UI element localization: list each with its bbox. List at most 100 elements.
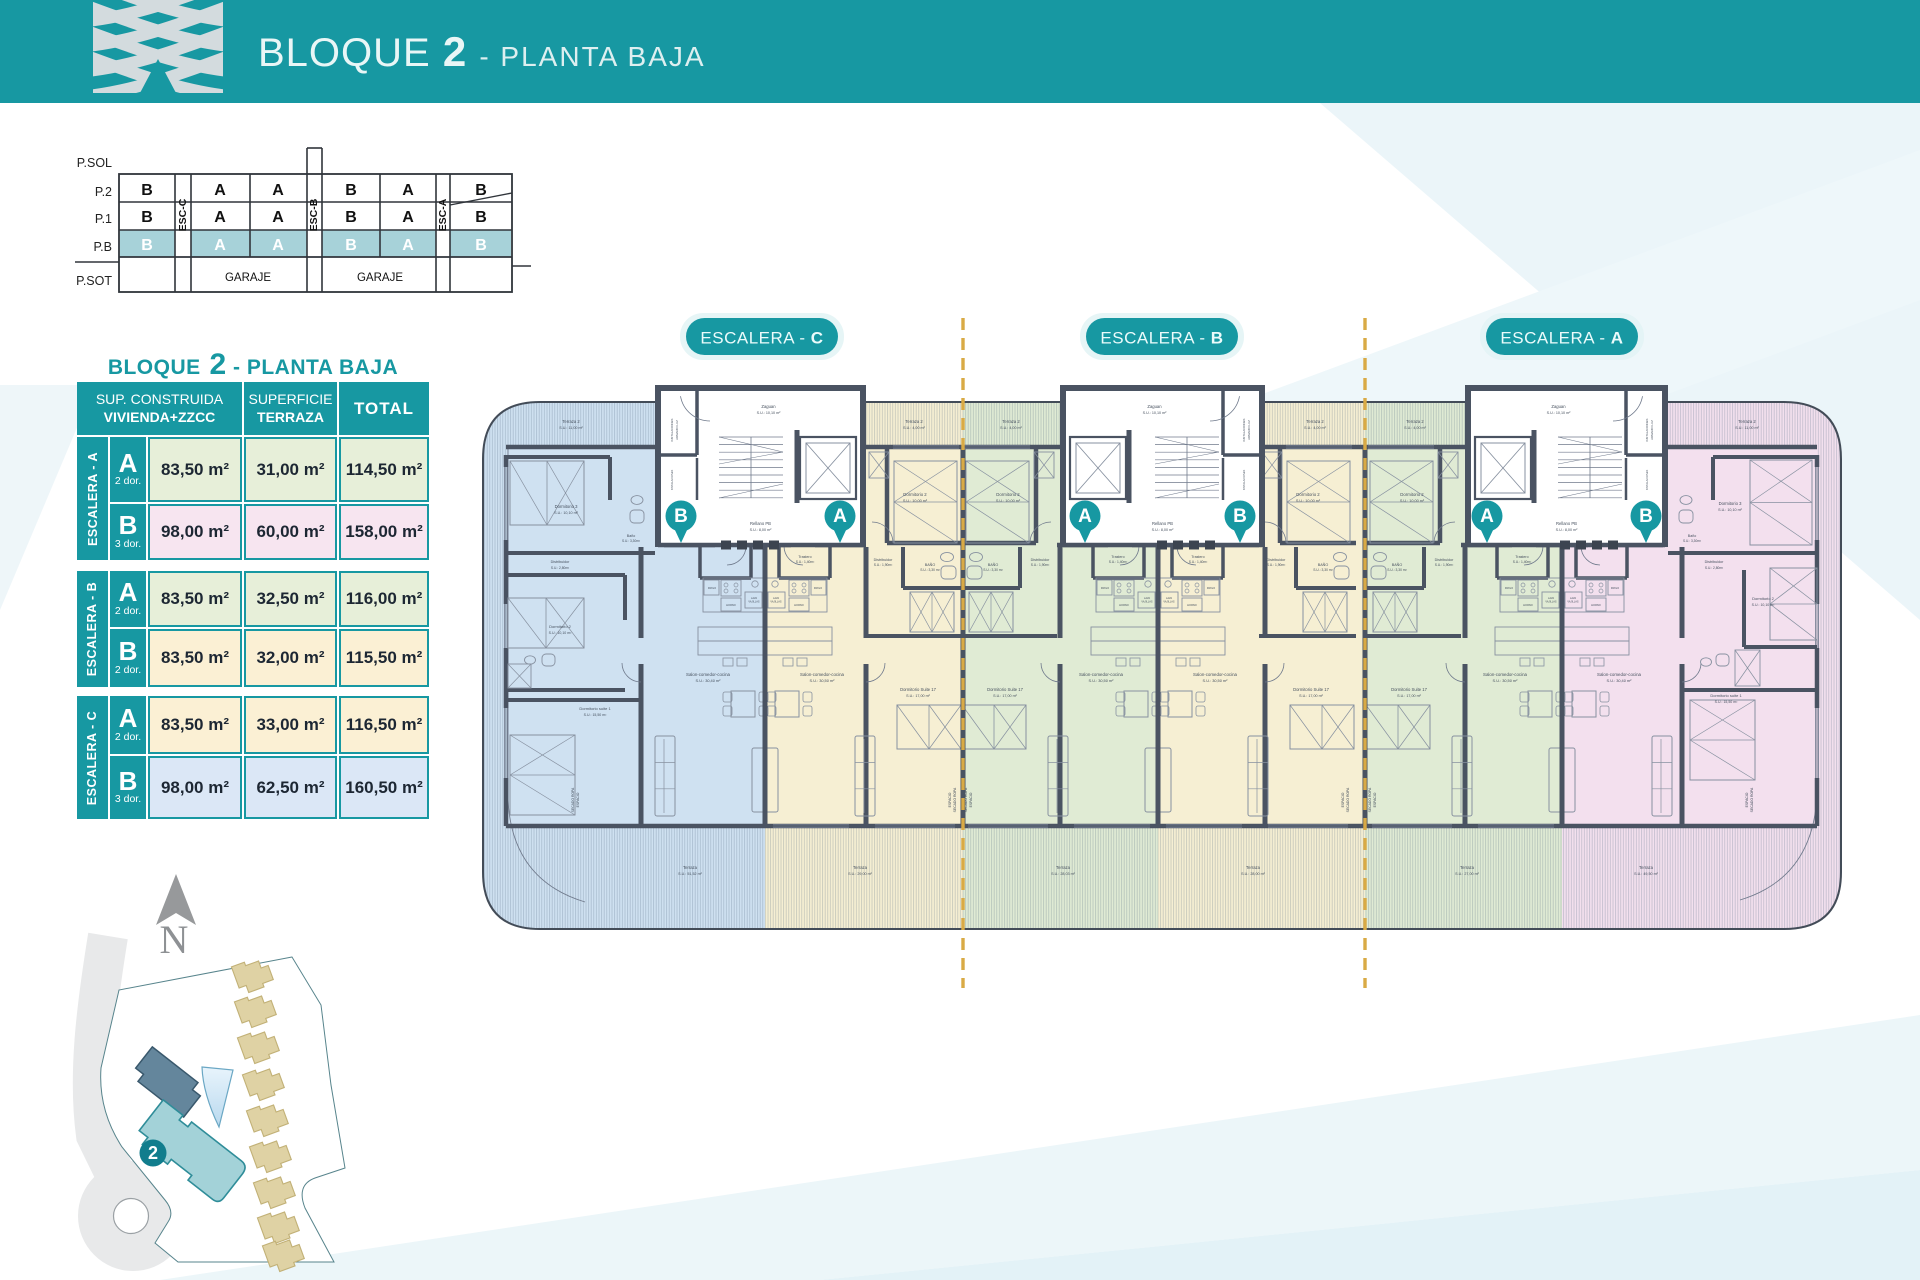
svg-text:A: A bbox=[402, 237, 414, 254]
svg-text:LAVA: LAVA bbox=[1570, 597, 1576, 600]
svg-text:S.U.: 2,80m²: S.U.: 2,80m² bbox=[551, 566, 570, 570]
svg-text:A: A bbox=[214, 182, 226, 199]
svg-text:P.1: P.1 bbox=[95, 212, 112, 226]
svg-text:Dormitorio Suite 17: Dormitorio Suite 17 bbox=[1391, 687, 1428, 692]
svg-text:SECADO ROPA: SECADO ROPA bbox=[953, 787, 957, 812]
svg-text:FRIGO: FRIGO bbox=[1101, 586, 1109, 590]
svg-text:S.U.: 30,50 m²: S.U.: 30,50 m² bbox=[1089, 678, 1115, 683]
svg-text:Zaguan: Zaguan bbox=[761, 404, 776, 409]
svg-text:S.U.: 1,90m²: S.U.: 1,90m² bbox=[1267, 563, 1286, 567]
svg-text:Distribuidor: Distribuidor bbox=[874, 558, 893, 562]
svg-text:A: A bbox=[272, 237, 284, 254]
svg-text:Trastero: Trastero bbox=[798, 555, 811, 559]
svg-text:B: B bbox=[345, 237, 357, 254]
svg-text:S.U.: 1,90m²: S.U.: 1,90m² bbox=[874, 563, 893, 567]
svg-text:Dormitorio 2: Dormitorio 2 bbox=[903, 492, 927, 497]
svg-text:S.U.: 15,50 m²: S.U.: 15,50 m² bbox=[584, 713, 607, 717]
svg-text:FRIGO: FRIGO bbox=[1505, 586, 1513, 590]
svg-text:Terraza: Terraza bbox=[1056, 865, 1071, 870]
svg-text:B: B bbox=[141, 209, 153, 226]
svg-text:Baño: Baño bbox=[1688, 534, 1696, 538]
svg-text:Terraza: Terraza bbox=[1460, 865, 1475, 870]
svg-text:Trastero: Trastero bbox=[1111, 555, 1124, 559]
svg-text:S.U.: 2,80m²: S.U.: 2,80m² bbox=[1705, 566, 1724, 570]
svg-text:FRIGO: FRIGO bbox=[1611, 586, 1619, 590]
svg-text:Terraza 2: Terraza 2 bbox=[905, 419, 923, 424]
svg-text:ESC-C: ESC-C bbox=[177, 198, 189, 231]
svg-text:VAJILLAS: VAJILLAS bbox=[748, 601, 760, 604]
svg-text:P.SOL: P.SOL bbox=[77, 156, 112, 170]
svg-text:S.U.: 3,30 m²: S.U.: 3,30 m² bbox=[1313, 568, 1333, 572]
svg-text:BAÑO: BAÑO bbox=[925, 562, 936, 567]
svg-text:S.U.: 51,52 m²: S.U.: 51,52 m² bbox=[678, 872, 703, 876]
svg-text:SECADO ROPA: SECADO ROPA bbox=[1750, 787, 1754, 812]
svg-text:Terraza 2: Terraza 2 bbox=[562, 419, 580, 424]
svg-text:LAVA: LAVA bbox=[1166, 597, 1172, 600]
svg-text:S.U.: 29,00 m²: S.U.: 29,00 m² bbox=[848, 872, 873, 876]
svg-text:BAÑO: BAÑO bbox=[988, 562, 999, 567]
svg-text:S.U.: 30,40 m²: S.U.: 30,40 m² bbox=[696, 678, 722, 683]
svg-text:S.U.: 49,50 m²: S.U.: 49,50 m² bbox=[1634, 872, 1659, 876]
svg-text:Salon-comedor-cocina: Salon-comedor-cocina bbox=[1079, 672, 1123, 677]
svg-text:Trastero: Trastero bbox=[1191, 555, 1204, 559]
svg-text:Distribuidor: Distribuidor bbox=[551, 560, 570, 564]
svg-text:BAÑO: BAÑO bbox=[1392, 562, 1403, 567]
svg-text:ESCALERA - C: ESCALERA - C bbox=[700, 329, 823, 348]
svg-text:HORNO: HORNO bbox=[1523, 603, 1533, 607]
svg-text:S.U.: 8,00 m²: S.U.: 8,00 m² bbox=[1152, 528, 1174, 532]
svg-text:Distribuidor: Distribuidor bbox=[1267, 558, 1286, 562]
svg-text:Distribuidor: Distribuidor bbox=[1031, 558, 1050, 562]
svg-text:S.U.: 1,40m²: S.U.: 1,40m² bbox=[1513, 560, 1532, 564]
svg-text:Rellano PB: Rellano PB bbox=[750, 521, 771, 526]
svg-text:Terraza 2: Terraza 2 bbox=[1002, 419, 1020, 424]
svg-text:S.U.: 10,10 m²: S.U.: 10,10 m² bbox=[1752, 603, 1775, 607]
svg-text:ARMARIO LUZ: ARMARIO LUZ bbox=[1247, 420, 1251, 440]
svg-text:Terraza: Terraza bbox=[853, 865, 868, 870]
svg-text:GARAJE: GARAJE bbox=[357, 272, 403, 284]
svg-text:SECADO ROPA: SECADO ROPA bbox=[571, 787, 575, 812]
svg-text:FRIGO: FRIGO bbox=[1207, 586, 1215, 590]
svg-text:INSTALACIONES: INSTALACIONES bbox=[670, 418, 674, 441]
svg-text:A: A bbox=[1480, 506, 1494, 527]
svg-text:Dormitorio 2: Dormitorio 2 bbox=[1296, 492, 1320, 497]
svg-text:B: B bbox=[475, 209, 487, 226]
svg-text:S.U.: 10,00 m²: S.U.: 10,00 m² bbox=[903, 499, 928, 503]
svg-text:Terraza: Terraza bbox=[1246, 865, 1261, 870]
svg-text:S.U.: 4,00 m²: S.U.: 4,00 m² bbox=[1404, 426, 1426, 430]
svg-text:VAJILLAS: VAJILLAS bbox=[1163, 601, 1175, 604]
svg-text:B: B bbox=[345, 182, 357, 199]
svg-text:Terraza 2: Terraza 2 bbox=[1406, 419, 1424, 424]
svg-text:S.U.: 30,50 m²: S.U.: 30,50 m² bbox=[810, 678, 836, 683]
svg-text:Terraza 2: Terraza 2 bbox=[1306, 419, 1324, 424]
svg-text:S.U.: 10,10 m²: S.U.: 10,10 m² bbox=[549, 631, 572, 635]
svg-text:Dormitorio 3: Dormitorio 3 bbox=[1719, 501, 1742, 506]
svg-text:S.U.: 10,10 m²: S.U.: 10,10 m² bbox=[1547, 411, 1572, 415]
svg-text:GARAJE: GARAJE bbox=[225, 272, 271, 284]
svg-text:LAVA: LAVA bbox=[1548, 597, 1554, 600]
svg-text:VAJILLAS: VAJILLAS bbox=[1141, 601, 1153, 604]
svg-text:Salon-comedor-cocina: Salon-comedor-cocina bbox=[800, 672, 844, 677]
svg-text:VAJILLAS: VAJILLAS bbox=[770, 601, 782, 604]
svg-text:S.U.: 10,00 m²: S.U.: 10,00 m² bbox=[1400, 499, 1425, 503]
svg-text:ESPACIO: ESPACIO bbox=[1745, 792, 1749, 807]
svg-text:HORNO: HORNO bbox=[726, 603, 736, 607]
svg-text:B: B bbox=[475, 237, 487, 254]
svg-text:S.U.: 17,00 m²: S.U.: 17,00 m² bbox=[906, 694, 931, 698]
svg-text:INSTALACIONES: INSTALACIONES bbox=[1242, 469, 1246, 490]
svg-text:ESPACIO: ESPACIO bbox=[576, 792, 580, 807]
svg-text:BAÑO: BAÑO bbox=[1318, 562, 1329, 567]
svg-text:S.U.: 27,00 m²: S.U.: 27,00 m² bbox=[1455, 872, 1480, 876]
svg-text:S.U.: 28,03 m²: S.U.: 28,03 m² bbox=[1051, 872, 1076, 876]
svg-text:S.U.: 3,30 m²: S.U.: 3,30 m² bbox=[1387, 568, 1407, 572]
svg-text:2: 2 bbox=[148, 1143, 158, 1163]
svg-text:S.U.: 17,00 m²: S.U.: 17,00 m² bbox=[1299, 694, 1324, 698]
svg-text:S.U.: 1,40m²: S.U.: 1,40m² bbox=[1189, 560, 1208, 564]
svg-text:S.U.: 4,00 m²: S.U.: 4,00 m² bbox=[903, 426, 925, 430]
svg-text:Trastero: Trastero bbox=[1515, 555, 1528, 559]
svg-text:S.U.: 11,00 m²: S.U.: 11,00 m² bbox=[559, 426, 583, 430]
svg-text:S.U.: 1,40m²: S.U.: 1,40m² bbox=[1109, 560, 1128, 564]
svg-text:A: A bbox=[833, 506, 847, 527]
svg-text:HORNO: HORNO bbox=[1119, 603, 1129, 607]
svg-text:ESC-A: ESC-A bbox=[437, 198, 449, 231]
svg-text:VAJILLAS: VAJILLAS bbox=[1567, 601, 1579, 604]
